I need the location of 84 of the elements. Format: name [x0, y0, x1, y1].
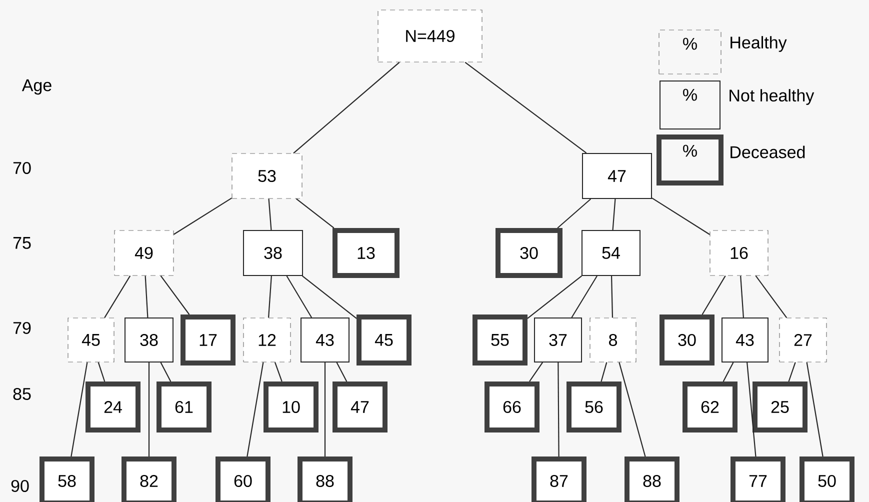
- deceased-box: 61: [156, 382, 212, 432]
- deceased-box: 56: [566, 382, 622, 432]
- connector-line: [324, 362, 326, 456]
- legend-label: Deceased: [730, 146, 805, 158]
- age-label: 85: [13, 388, 31, 400]
- healthy-box: N=449: [378, 10, 482, 62]
- age-label: 70: [13, 162, 31, 174]
- healthy-box: 8: [590, 318, 636, 362]
- connector-line: [600, 362, 608, 382]
- not-healthy-box: 38: [243, 230, 303, 276]
- connector-line: [806, 362, 824, 457]
- deceased-box: 55: [472, 314, 528, 366]
- not-healthy-box: 47: [582, 153, 652, 199]
- connector-line: [702, 276, 726, 315]
- deceased-box: 50: [800, 456, 854, 502]
- not-healthy-box: 43: [300, 318, 350, 362]
- percent-sign: %: [683, 38, 697, 50]
- deceased-box: 88: [298, 456, 352, 502]
- percent-sign: %: [683, 144, 697, 157]
- deceased-box: 58: [40, 456, 94, 502]
- connector-line: [274, 362, 282, 382]
- connector-line: [302, 276, 357, 319]
- healthy-box: 12: [243, 318, 291, 362]
- not-healthy-box: 37: [534, 318, 582, 362]
- connector-line: [652, 198, 710, 235]
- connector-line: [160, 362, 172, 382]
- connector-line: [293, 62, 400, 154]
- deceased-box: 62: [682, 382, 738, 432]
- connector-line: [98, 362, 106, 382]
- deceased-box: 60: [216, 456, 270, 502]
- connector-line: [755, 275, 788, 318]
- legend-label: Not healthy: [730, 89, 814, 105]
- connector-line: [268, 198, 272, 230]
- connector-line: [286, 276, 312, 318]
- connector-line: [336, 362, 348, 382]
- deceased-box: 45: [356, 314, 412, 366]
- deceased-box: 30: [660, 314, 714, 366]
- not-healthy-box: 54: [582, 230, 640, 276]
- deceased-box: 87: [532, 456, 586, 502]
- healthy-box: 16: [710, 230, 768, 276]
- deceased-box: 24: [86, 382, 140, 432]
- connector-line: [174, 198, 232, 235]
- connector-line: [246, 362, 264, 457]
- deceased-box: 10: [264, 382, 318, 432]
- connector-line: [464, 62, 587, 154]
- connector-line: [148, 362, 150, 456]
- age-label: 79: [13, 322, 31, 334]
- connector-line: [571, 276, 598, 318]
- healthy-box: 49: [114, 230, 174, 276]
- connector-line: [557, 198, 592, 228]
- legend-label: Healthy: [730, 36, 787, 52]
- connector-line: [268, 276, 272, 318]
- connector-line: [527, 276, 582, 319]
- deceased-box: 82: [122, 456, 176, 502]
- connector-line: [722, 362, 734, 382]
- healthy-box: 27: [779, 318, 827, 362]
- deceased-box: 13: [332, 228, 400, 278]
- connector-line: [144, 276, 148, 318]
- not-healthy-box: 38: [124, 318, 174, 362]
- connector-line: [610, 276, 614, 318]
- percent-sign: %: [683, 88, 697, 101]
- connector-line: [70, 362, 88, 457]
- healthy-box: 53: [232, 153, 302, 199]
- connector-line: [529, 362, 544, 382]
- deceased-box: 17: [180, 314, 236, 366]
- deceased-box: 66: [484, 382, 540, 432]
- deceased-box: 47: [332, 382, 388, 432]
- axis-title: Age: [22, 79, 52, 95]
- connector-line: [104, 276, 131, 318]
- connector-line: [788, 362, 796, 382]
- deceased-box: 77: [730, 456, 786, 502]
- connector-line: [618, 362, 646, 457]
- connector-line: [558, 362, 560, 456]
- deceased-box: 25: [752, 382, 808, 432]
- deceased-box: 88: [624, 456, 680, 502]
- deceased-box: 30: [496, 228, 562, 278]
- connector-line: [160, 275, 190, 315]
- connector-line: [612, 198, 616, 230]
- not-healthy-box: 43: [722, 318, 768, 362]
- age-label: 75: [13, 237, 31, 249]
- healthy-box: 45: [68, 318, 114, 362]
- connector-line: [740, 276, 744, 318]
- connector-line: [296, 198, 334, 228]
- connector-line: [746, 362, 756, 457]
